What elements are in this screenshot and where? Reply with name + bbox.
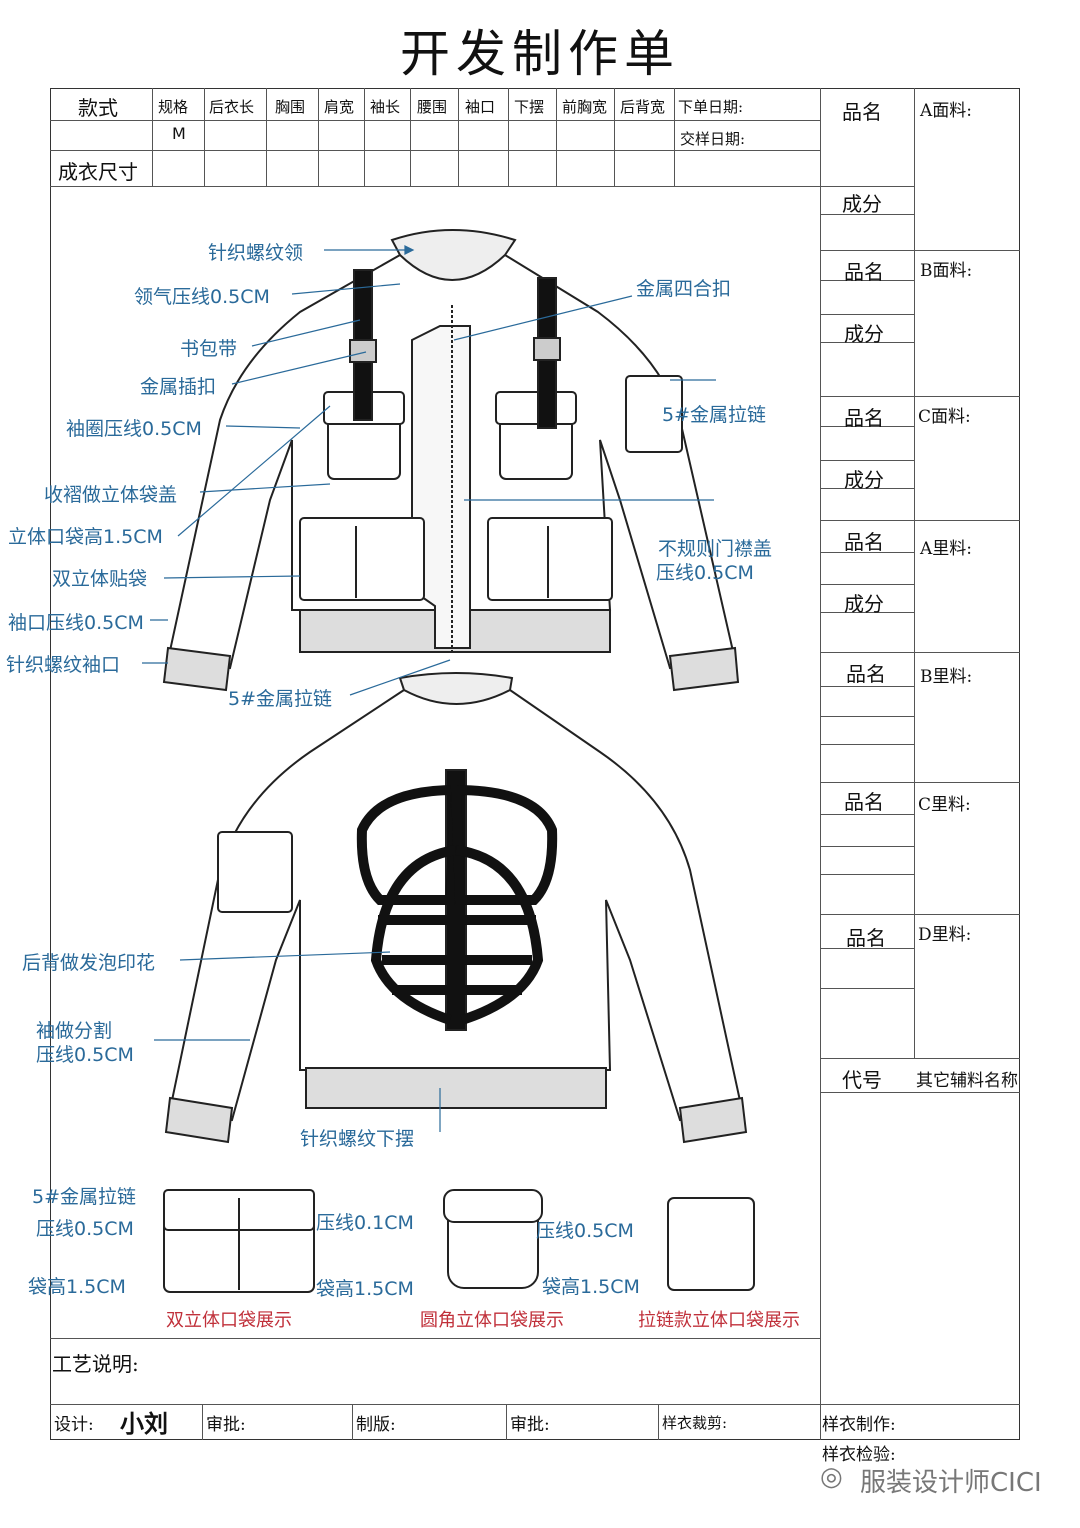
callout-snap: 金属四合扣 (636, 278, 732, 300)
name-label-lb: 品名 (846, 662, 886, 686)
callout-pleat-flap: 收褶做立体袋盖 (44, 484, 178, 506)
callout-pocket-height: 立体口袋高1.5CM (8, 526, 163, 548)
lining-a: A里料: (920, 539, 973, 559)
detail-height-1: 袋高1.5CM (28, 1276, 126, 1298)
col-spec: 规格 (158, 98, 189, 116)
detail-height-2: 袋高1.5CM (316, 1278, 414, 1300)
size-value: M (172, 124, 186, 143)
col-back-length: 后衣长 (209, 98, 255, 116)
comp-label-la: 成分 (844, 592, 884, 616)
lining-b: B里料: (920, 667, 973, 687)
callout-rib-cuff: 针织螺纹袖口 (6, 654, 121, 676)
callout-armhole-stitch: 袖圈压线0.5CM (66, 418, 202, 440)
lining-c: C里料: (918, 795, 971, 815)
order-date-label: 下单日期: (678, 98, 744, 116)
callout-sleeve-split-1: 袖做分割 (36, 1020, 113, 1042)
detail-height-3: 袋高1.5CM (542, 1276, 640, 1298)
callout-metal-buckle: 金属插扣 (140, 376, 217, 398)
style-label: 款式 (78, 96, 118, 120)
callout-rib-hem: 针织螺纹下摆 (300, 1128, 415, 1150)
delivery-date-label: 交样日期: (680, 130, 746, 148)
sample-cut-label: 样衣裁剪: (662, 1414, 728, 1432)
col-shoulder: 肩宽 (324, 98, 355, 116)
col-waist: 腰围 (417, 98, 448, 116)
caption-zip-pocket: 拉链款立体口袋展示 (638, 1310, 800, 1331)
accessory-label: 其它辅料名称 (916, 1071, 1018, 1091)
fabric-a: A面料: (920, 101, 973, 121)
callout-back-print: 后背做发泡印花 (22, 952, 156, 974)
fabric-b: B面料: (920, 261, 973, 281)
watermark-icon: ◎ (820, 1462, 843, 1492)
detail-stitch-3: 压线0.5CM (536, 1220, 634, 1242)
callout-collar-stitch: 领气压线0.5CM (134, 286, 270, 308)
callout-placket-1: 不规则门襟盖 (658, 538, 773, 560)
page-title: 开发制作单 (400, 25, 680, 83)
caption-double-pocket: 双立体口袋展示 (166, 1310, 292, 1331)
callout-rib-collar: 针织螺纹领 (208, 242, 304, 264)
approve-label-1: 审批: (206, 1415, 246, 1435)
comp-label-a: 成分 (842, 192, 882, 216)
code-label: 代号 (842, 1068, 882, 1092)
name-label-c: 品名 (844, 406, 884, 430)
name-label-ld: 品名 (846, 926, 886, 950)
sample-check-label: 样衣检验: (822, 1445, 896, 1465)
comp-label-c: 成分 (844, 468, 884, 492)
fabric-c: C面料: (918, 407, 971, 427)
callout-cuff-stitch: 袖口压线0.5CM (8, 612, 144, 634)
name-label-b: 品名 (844, 260, 884, 284)
col-cuff: 袖口 (465, 98, 496, 116)
callout-sleeve-zip: 5#金属拉链 (662, 404, 767, 426)
col-back-width: 后背宽 (620, 98, 666, 116)
detail-zip: 5#金属拉链 (32, 1186, 137, 1208)
caption-round-pocket: 圆角立体口袋展示 (420, 1310, 564, 1331)
callout-sleeve-split-2: 压线0.5CM (36, 1044, 134, 1066)
detail-stitch-2: 压线0.1CM (316, 1212, 414, 1234)
col-sleeve: 袖长 (370, 98, 401, 116)
name-label-la: 品名 (844, 530, 884, 554)
garment-size-label: 成衣尺寸 (58, 160, 138, 184)
form-frame (50, 88, 1020, 1440)
name-label-a: 品名 (842, 100, 882, 124)
col-front-width: 前胸宽 (562, 98, 608, 116)
approve-label-2: 审批: (510, 1415, 550, 1435)
sample-make-label: 样衣制作: (822, 1415, 896, 1435)
callout-double-pocket: 双立体贴袋 (52, 568, 148, 590)
process-label: 工艺说明: (52, 1352, 139, 1376)
lining-d: D里料: (918, 925, 972, 945)
name-label-lc: 品名 (844, 790, 884, 814)
callout-bag-strap: 书包带 (180, 338, 238, 360)
col-hem: 下摆 (514, 98, 545, 116)
designer-signature: 小刘 (120, 1409, 168, 1438)
detail-stitch-1: 压线0.5CM (36, 1218, 134, 1240)
watermark: 服装设计师CICI (860, 1468, 1042, 1498)
design-label: 设计: (54, 1415, 94, 1435)
col-chest: 胸围 (275, 98, 306, 116)
pattern-label: 制版: (356, 1415, 396, 1435)
callout-placket-2: 压线0.5CM (656, 562, 754, 584)
comp-label-b: 成分 (844, 322, 884, 346)
callout-zip-front: 5#金属拉链 (228, 688, 333, 710)
